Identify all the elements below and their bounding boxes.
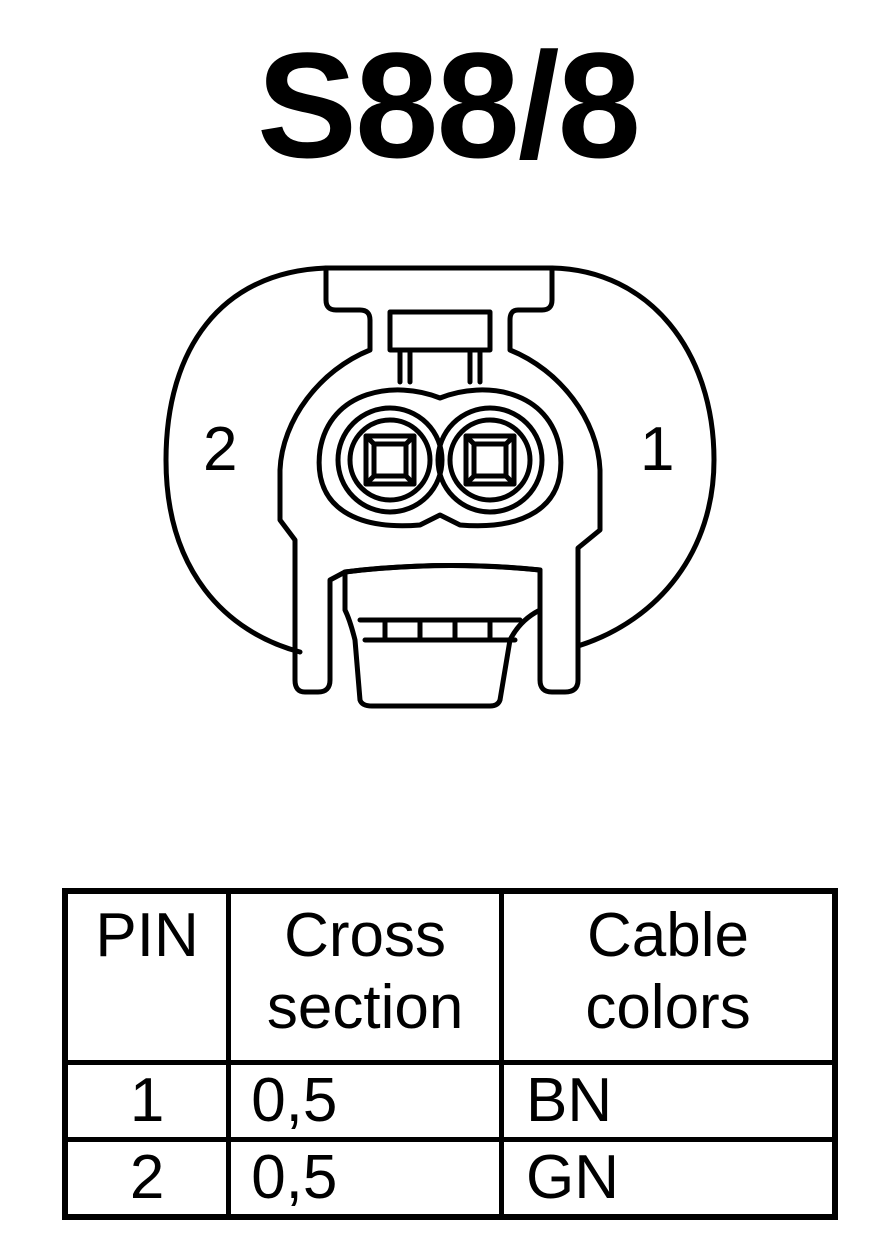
table-row: 1 0,5 BN — [62, 1060, 838, 1142]
cell-pin: 1 — [62, 1060, 232, 1142]
pin-label-2: 2 — [203, 415, 237, 484]
cell-cross-section: 0,5 — [226, 1137, 505, 1220]
terminal-1-ring — [435, 405, 545, 515]
connector-title: S88/8 — [257, 21, 641, 189]
header-cable-colors: Cable colors — [499, 888, 838, 1065]
terminal-2-ring — [335, 405, 445, 515]
connector-diagram: 2 1 — [163, 265, 717, 709]
terminal-cavity — [316, 387, 564, 529]
terminal-2-contact — [363, 433, 417, 487]
pin-assignment-table: PIN Cross section Cable colors 1 0,5 BN … — [62, 888, 838, 1220]
cell-cable-color: GN — [499, 1137, 838, 1220]
table-header-row: PIN Cross section Cable colors — [62, 888, 838, 1065]
cell-pin: 2 — [62, 1137, 232, 1220]
latch-window — [387, 309, 493, 353]
header-cross-section: Cross section — [226, 888, 505, 1065]
cell-cross-section: 0,5 — [226, 1060, 505, 1142]
table-row: 2 0,5 GN — [62, 1137, 838, 1220]
cell-cable-color: BN — [499, 1060, 838, 1142]
connector-housing-outline — [163, 265, 717, 655]
pin-label-1: 1 — [640, 415, 674, 484]
terminal-1-contact — [463, 433, 517, 487]
header-pin: PIN — [62, 888, 232, 1065]
lower-latch — [342, 562, 543, 709]
